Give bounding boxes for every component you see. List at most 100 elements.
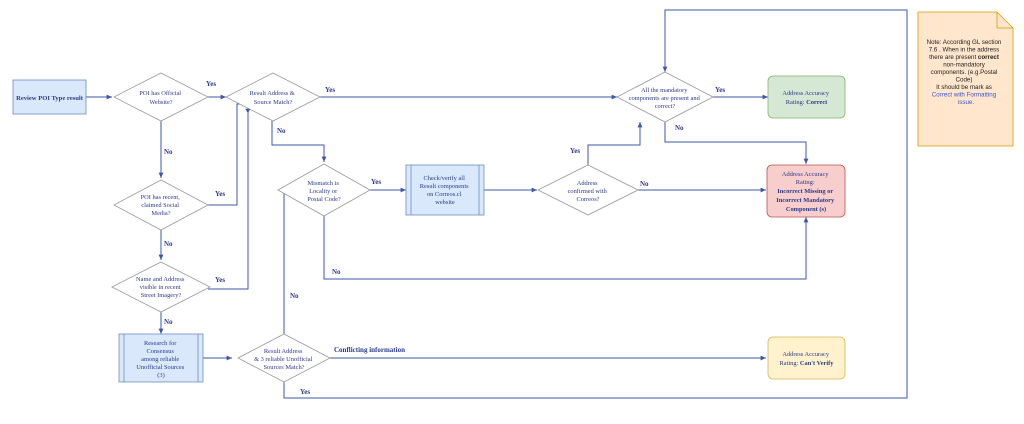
edge-mandatory-incorrect	[664, 112, 809, 164]
node-incorrect: Address Accuracy Rating: Incorrect Missi…	[766, 164, 846, 218]
note-line3-bold: correct	[978, 54, 999, 61]
node-check: Check/verify all Result components on Co…	[405, 164, 485, 216]
svg-text:All the mandatory compo: All the mandatory components are present…	[629, 87, 702, 110]
svg-text:Note: According GL section: Note: According GL section 7.6 . When in…	[927, 31, 1006, 106]
node-research-line1: Research for	[144, 340, 177, 347]
node-mismatch-line1: Mismatch is	[307, 180, 339, 187]
edges: Yes No Yes No Yes No Yes No Yes No No	[86, 9, 908, 399]
node-correct: Address Accuracy Rating: Correct	[767, 75, 846, 119]
svg-text:Name and Address visible: Name and Address visible in recent Stree…	[136, 276, 186, 299]
note: Note: According GL section 7.6 . When in…	[917, 11, 1014, 147]
node-correct-bold: Correct	[806, 99, 828, 106]
note-line7: It should be mark as	[936, 84, 992, 91]
node-social: POI has recent, claimed Social Media?	[113, 179, 209, 231]
node-street-line1: Name and Address	[136, 276, 185, 283]
svg-text:POI has recent, claimed: POI has recent, claimed Social Media?	[141, 194, 182, 217]
edge-label-no-official: No	[164, 148, 173, 156]
edge-label-no-street: No	[164, 318, 173, 326]
svg-text:Address confirmed with: Address confirmed with Correos?	[568, 180, 609, 203]
node-mandatory-line1: All the mandatory	[641, 87, 688, 94]
node-street-line2: visible in recent	[140, 284, 181, 291]
node-incorrect-line1: Address Accuracy	[782, 171, 829, 178]
edge-label-yes-match: Yes	[325, 86, 335, 94]
note-line6: Code)	[956, 77, 973, 84]
node-check-line1: Check/verify all	[424, 175, 466, 182]
edge-label-no-mismatch: No	[332, 268, 341, 276]
node-official-line1: POI has Official	[139, 90, 181, 97]
node-unofficial-line1: Result Address	[264, 348, 303, 355]
node-check-line2: Result components	[420, 183, 469, 190]
edge-social-match	[208, 101, 248, 206]
node-confirmed-line3: Correos?	[576, 196, 599, 203]
node-unofficial-line3: Sources Match?	[264, 364, 305, 371]
svg-text:Address Accuracy Rating:: Address Accuracy Rating: Correct	[782, 90, 830, 106]
svg-text:Mismatch is Locality or: Mismatch is Locality or Postal Code?	[307, 180, 341, 203]
edge-confirmed-mandatory	[587, 122, 643, 165]
svg-text:Result Address & Source: Result Address & Source Match?	[250, 90, 297, 106]
node-social-line1: POI has recent,	[141, 194, 181, 201]
node-incorrect-bold2: Incorrect Mandatory	[776, 197, 835, 204]
node-official-line2: Website?	[149, 99, 172, 106]
node-cantverify-line1: Address Accuracy	[782, 351, 829, 358]
edge-street-match	[208, 107, 252, 290]
node-unofficial-line2: & 3 reliable Unofficial	[254, 356, 312, 363]
edge-unofficial-mismatch	[278, 187, 285, 334]
edge-label-yes-official: Yes	[206, 80, 216, 88]
edge-label-conflicting: Conflicting information	[334, 346, 405, 354]
edge-mismatch-incorrect	[323, 216, 809, 280]
node-incorrect-bold1: Incorrect Missing or	[777, 188, 833, 195]
note-line5: components. (e.g.Postal	[931, 69, 998, 76]
edge-label-yes-mismatch: Yes	[371, 178, 381, 186]
node-unofficial: Result Address & 3 reliable Unofficial S…	[237, 333, 331, 383]
node-research-line3: among reliable	[141, 356, 179, 363]
edge-label-no-mandatory: No	[675, 124, 684, 132]
svg-text:Address Accuracy Rating:: Address Accuracy Rating: Can't Verify	[780, 351, 835, 367]
node-confirmed-line1: Address	[577, 180, 598, 187]
node-cantverify-prefix: Rating:	[780, 360, 800, 367]
note-line3-prefix: there are present	[929, 54, 978, 61]
node-match-line1: Result Address &	[250, 90, 295, 97]
node-check-line4: website	[435, 199, 455, 206]
node-street: Name and Address visible in recent Stree…	[111, 261, 211, 313]
node-correct-prefix: Rating:	[786, 99, 806, 106]
node-social-line2: claimed Social	[141, 202, 179, 209]
node-research-line5: (3)	[157, 372, 164, 379]
note-line9: issue.	[958, 99, 974, 106]
node-incorrect-line2: Rating:	[796, 179, 815, 186]
node-review-label: Review POI Type result	[16, 95, 84, 102]
svg-text:Research for Consensus: Research for Consensus among reliable Un…	[136, 340, 186, 379]
edge-label-no-confirmed: No	[640, 180, 649, 188]
node-research-line4: Unofficial Sources	[136, 364, 184, 371]
edge-label-no-social: No	[164, 240, 173, 248]
edge-label-yes-social: Yes	[215, 190, 225, 198]
node-street-line3: Street Imagery?	[141, 292, 182, 299]
edge-label-yes-street: Yes	[215, 276, 225, 284]
note-line2: 7.6 . When in the address	[929, 47, 1000, 54]
node-cantverify-bold: Can't Verify	[800, 360, 834, 367]
node-mandatory-line3: correct?	[655, 103, 676, 110]
svg-text:Check/verify all Result: Check/verify all Result components on Co…	[420, 175, 470, 206]
edge-label-no-unofficial: No	[290, 292, 299, 300]
node-mandatory-line2: components are present and	[629, 95, 701, 102]
node-cantverify: Address Accuracy Rating: Can't Verify	[767, 336, 846, 380]
svg-text:Address Accuracy Rating:: Address Accuracy Rating: Incorrect Missi…	[776, 171, 836, 213]
edge-unofficial-loop	[283, 9, 908, 399]
node-mismatch-line2: Locality or	[309, 188, 338, 195]
node-match-line2: Source Match?	[254, 99, 293, 106]
node-social-line3: Media?	[151, 210, 170, 217]
svg-text:POI has Official Website: POI has Official Website?	[139, 90, 182, 106]
edge-label-yes-unofficial: Yes	[300, 388, 310, 396]
edge-match-mismatch	[271, 121, 327, 162]
edge-label-yes-confirmed: Yes	[570, 147, 580, 155]
note-line8: Correct with Formatting	[932, 92, 997, 99]
node-incorrect-bold3: Component (s)	[786, 206, 826, 213]
node-mandatory: All the mandatory components are present…	[616, 71, 714, 123]
node-mismatch-line3: Postal Code?	[307, 196, 341, 203]
node-mismatch: Mismatch is Locality or Postal Code?	[277, 163, 371, 217]
node-confirmed-line2: confirmed with	[568, 188, 608, 195]
node-match: Result Address & Source Match?	[225, 72, 321, 122]
edge-label-no-match: No	[277, 127, 286, 135]
node-confirmed: Address confirmed with Correos?	[537, 164, 639, 216]
edge-label-yes-mandatory: Yes	[715, 86, 725, 94]
